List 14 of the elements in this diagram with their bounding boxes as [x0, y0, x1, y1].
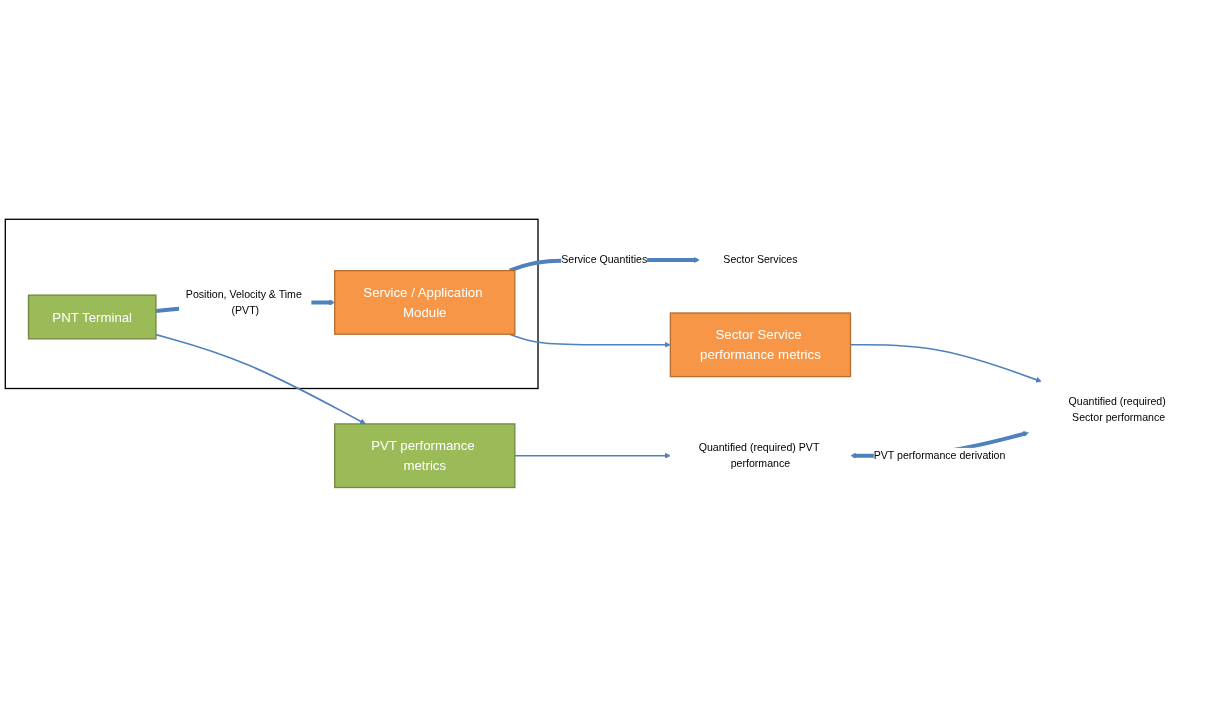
arrow — [514, 452, 671, 459]
node-text: Sector Services — [723, 253, 798, 265]
cluster — [4, 218, 539, 389]
arrow — [155, 333, 366, 424]
node-box: PVT performance metrics — [334, 422, 516, 488]
edge-label: Position, Velocity & Time (PVT) — [185, 288, 302, 316]
node-box: Sector Service performance metrics — [669, 311, 852, 377]
arrow — [508, 332, 671, 348]
node-box: Service / Application Module — [334, 269, 516, 335]
edge-label: PVT performance derivation — [873, 449, 1006, 461]
edge-label: Service Quantities — [561, 253, 648, 265]
node-box: PNT Terminal — [27, 294, 157, 340]
node-text: Quantified (required) PVT performance — [698, 441, 820, 469]
node-text: Quantified (required) Sector performance — [1068, 395, 1166, 423]
